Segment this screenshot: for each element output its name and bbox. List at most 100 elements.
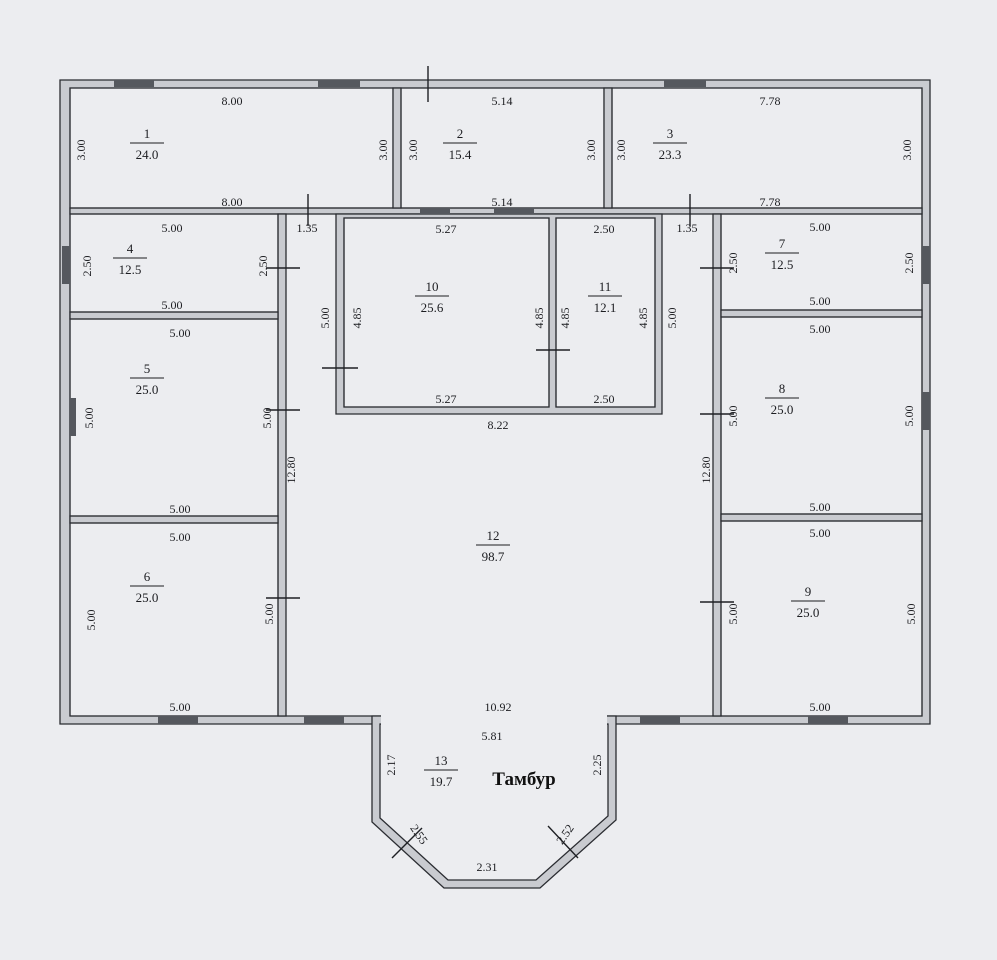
room-9-dimension: 5.00 [810,700,831,714]
room-1-dimension: 3.00 [74,140,88,161]
windows [62,80,930,724]
room-2-dimension: 5.14 [492,94,513,108]
room-8-dimension: 5.00 [902,406,916,427]
room-11-dimension: 4.85 [636,308,650,329]
room-11-outline [555,217,656,408]
room-1-labels: 1 24.0 8.00 8.00 3.00 3.00 [74,94,390,209]
room-13-dimension: 2.31 [477,860,498,874]
vestibule-opening [381,715,607,725]
room-13-dimension: 2.25 [590,755,604,776]
room-7-number: 7 [779,236,786,251]
room-9-number: 9 [805,584,812,599]
room-10-labels: 10 25.6 5.27 5.27 4.85 4.85 [350,222,546,406]
room-11-number: 11 [599,279,612,294]
window-top-2 [318,80,360,87]
room-7-dimension: 2.50 [902,253,916,274]
room-10-dimension: 5.27 [436,392,457,406]
room-8-dimension: 5.00 [726,406,740,427]
room-4-dimension: 5.00 [162,298,183,312]
room-4-area: 12.5 [119,262,142,277]
room-6-outline [69,522,279,717]
wall-8-9 [720,513,923,522]
room-4-dimension: 2.50 [80,256,94,277]
room-5-dimension: 5.00 [82,408,96,429]
window-mid-3 [494,208,534,214]
room-1-area: 24.0 [136,147,159,162]
room-13-dimension: 5.81 [482,729,503,743]
window-right-8 [922,392,930,430]
room-1-dimension: 3.00 [376,140,390,161]
room-3-dimension: 7.78 [760,195,781,209]
wall-4-5 [69,311,279,320]
room-1-dimension: 8.00 [222,195,243,209]
room-11-area: 12.1 [594,300,617,315]
room-9-dimension: 5.00 [904,604,918,625]
room-2-area: 15.4 [449,147,472,162]
room-5-dimension: 5.00 [260,408,274,429]
room-2-dimension: 3.00 [584,140,598,161]
room-8-dimension: 5.00 [810,500,831,514]
room-2-number: 2 [457,126,464,141]
room-9-dimension: 5.00 [726,604,740,625]
room-10-dimension: 5.27 [436,222,457,236]
window-right-7 [922,246,930,284]
room-5-dimension: 5.00 [170,326,191,340]
room-8-number: 8 [779,381,786,396]
room-11-dimension: 4.85 [558,308,572,329]
room-5-dimension: 5.00 [170,502,191,516]
room-1-dimension: 8.00 [222,94,243,108]
room-6-dimension: 5.00 [84,610,98,631]
room-4-number: 4 [127,241,134,256]
wall-right-column [712,213,722,717]
outer-wall [59,79,931,725]
room-11-dimension: 2.50 [594,392,615,406]
room-8-outline [720,316,923,515]
room-10-number: 10 [426,279,439,294]
room-12-dimension: 5.00 [665,308,679,329]
room-4-dimension: 2.50 [256,256,270,277]
window-bottom-9 [808,716,848,724]
room-12-dimension: 1.35 [677,221,698,235]
room-10-area: 25.6 [421,300,444,315]
room-5-outline [69,318,279,517]
room-9-area: 25.0 [797,605,820,620]
room-8-dimension: 5.00 [810,322,831,336]
room-7-area: 12.5 [771,257,794,272]
room-2-dimension: 5.14 [492,195,513,209]
door-tick-13a [391,827,423,859]
room-12-dimension: 8.22 [488,418,509,432]
room-7-dimension: 5.00 [810,220,831,234]
vestibule-wall [371,715,617,889]
window-left-4 [62,246,70,284]
room-10-outline [343,217,550,408]
wall-2-3 [603,87,613,209]
room-13-dimension: 2.55 [407,822,431,847]
window-top-1 [114,80,154,87]
wall-7-8 [720,309,923,318]
room-6-dimension: 5.00 [170,700,191,714]
room-3-dimension: 3.00 [614,140,628,161]
wall-5-6 [69,515,279,524]
room-13-area: 19.7 [430,774,453,789]
room-7-dimension: 5.00 [810,294,831,308]
room-6-dimension: 5.00 [262,604,276,625]
room-2-labels: 2 15.4 5.14 5.14 3.00 3.00 [406,94,598,209]
room-10-dimension: 4.85 [350,308,364,329]
room-10-dimension: 4.85 [532,308,546,329]
room-8-labels: 8 25.0 5.00 5.00 5.00 5.00 [726,322,916,514]
room-3-dimension: 7.78 [760,94,781,108]
room-13-dimension: 2.17 [384,755,398,776]
room-1-number: 1 [144,126,151,141]
room-8-area: 25.0 [771,402,794,417]
room-12-area: 98.7 [482,549,505,564]
room-13-number: 13 [435,753,448,768]
room-2-dimension: 3.00 [406,140,420,161]
room-11-dimension: 2.50 [594,222,615,236]
